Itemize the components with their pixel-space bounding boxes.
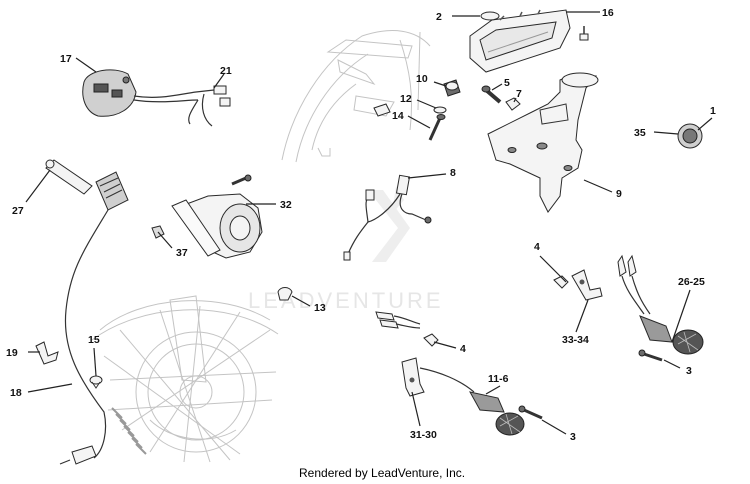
callout-2: 2 <box>436 11 442 23</box>
callout-15: 15 <box>88 334 100 346</box>
callout-11-6: 11-6 <box>488 373 509 385</box>
footer-credit: Rendered by LeadVenture, Inc. <box>299 466 465 480</box>
speed-sensor-cable <box>59 171 129 465</box>
wiring-harness <box>343 174 432 261</box>
callout-33-34: 33-34 <box>562 334 589 346</box>
callout-4-lower: 4 <box>460 343 466 355</box>
handlebar-switch <box>82 69 231 127</box>
lever-clamp <box>45 159 93 195</box>
grommet <box>443 79 461 97</box>
fairing-clip <box>373 103 391 117</box>
nut-lower <box>423 333 439 347</box>
callout-5: 5 <box>504 77 510 89</box>
callout-4-upper: 4 <box>534 241 540 253</box>
callout-10: 10 <box>416 73 428 85</box>
callout-13: 13 <box>314 302 326 314</box>
wire-connector-pair <box>375 311 421 329</box>
callout-3-upper: 3 <box>686 365 692 377</box>
callout-18: 18 <box>10 387 22 399</box>
instrument-cluster <box>469 9 571 73</box>
watermark-text: LEADVENTURE <box>248 288 444 313</box>
leader-lines <box>25 11 713 435</box>
turn-signal-left <box>419 367 525 436</box>
callout-3-lower: 3 <box>570 431 576 443</box>
bushing <box>677 123 703 149</box>
sensor-grommet <box>89 375 103 389</box>
nut-upper <box>553 275 569 289</box>
turn-signal-bracket-right <box>571 269 603 301</box>
dash-bracket <box>487 72 599 213</box>
callout-14: 14 <box>392 110 404 122</box>
screw-lower <box>518 405 543 420</box>
callout-9: 9 <box>616 188 622 200</box>
callout-27: 27 <box>12 205 24 217</box>
dash-screw <box>579 26 589 41</box>
callout-labels: 2 16 17 21 10 12 14 5 7 1 35 9 8 27 32 3… <box>6 7 716 443</box>
callout-26-25: 26-25 <box>678 276 705 288</box>
watermark-logo <box>368 186 410 262</box>
callout-12: 12 <box>400 93 412 105</box>
turn-signal-right <box>617 254 704 355</box>
callout-17: 17 <box>60 53 72 65</box>
callout-7: 7 <box>516 88 522 100</box>
mount-nut <box>505 97 521 111</box>
callout-8: 8 <box>450 167 456 179</box>
callout-21: 21 <box>220 65 232 77</box>
callout-35: 35 <box>634 127 646 139</box>
washer <box>433 106 447 114</box>
horn <box>171 174 263 259</box>
callout-19: 19 <box>6 347 18 359</box>
mount-screw <box>481 85 502 104</box>
callout-16: 16 <box>602 7 614 19</box>
fairing-outline <box>281 30 431 163</box>
callout-32: 32 <box>280 199 292 211</box>
cable-clip <box>35 341 59 365</box>
bracket-bolt <box>428 114 446 141</box>
rubber-cap <box>480 11 500 21</box>
screw-upper <box>638 349 663 362</box>
wire-clip <box>277 287 293 301</box>
turn-signal-bracket-left <box>401 357 425 397</box>
front-wheel-outline <box>91 295 279 463</box>
callout-37: 37 <box>176 247 188 259</box>
callout-1: 1 <box>710 105 716 117</box>
callout-31-30: 31-30 <box>410 429 437 441</box>
